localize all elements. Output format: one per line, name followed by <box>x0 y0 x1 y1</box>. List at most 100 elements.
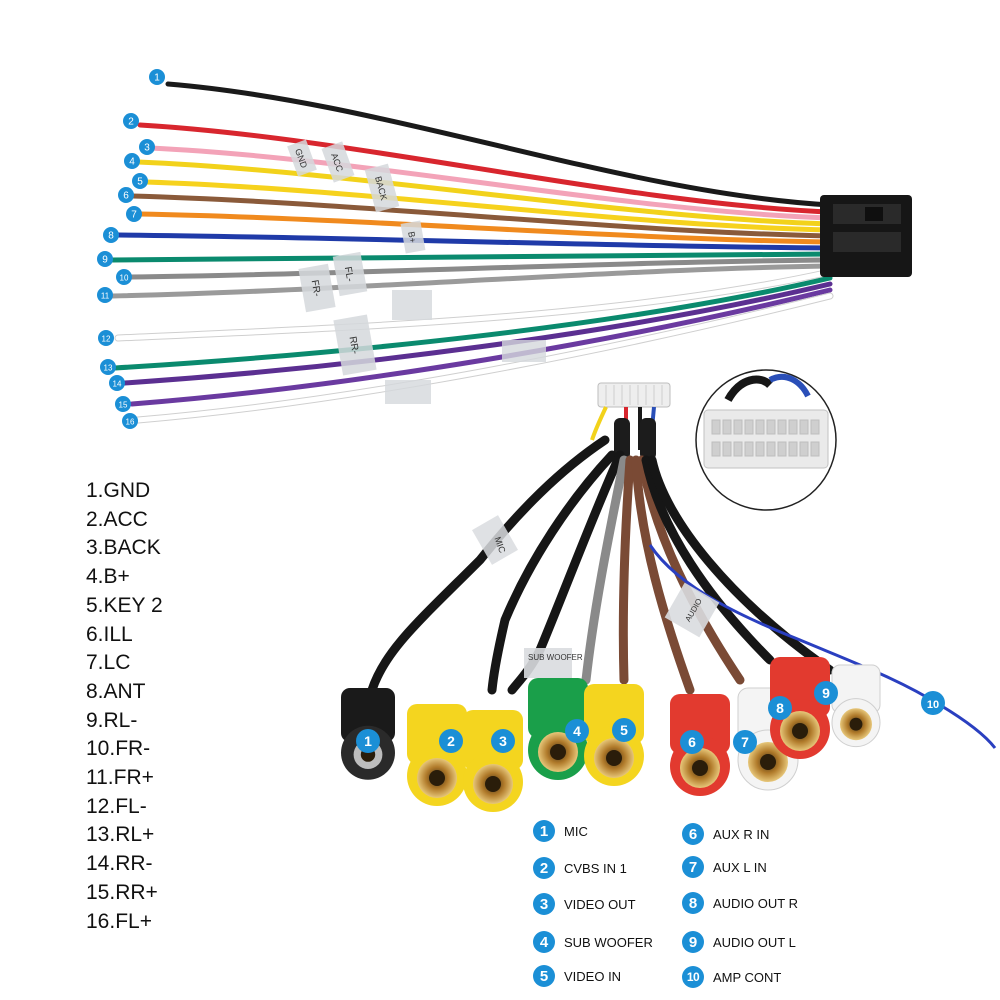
legend-item: 7 AUX L IN <box>682 856 767 878</box>
rca-connector <box>463 710 523 812</box>
cable-tag-text: SUB WOOFER <box>528 653 583 662</box>
wire-tag-text: RR- <box>347 336 361 355</box>
connector-pin <box>722 441 732 457</box>
rca-connector <box>407 704 467 806</box>
legend-number: 10 <box>682 966 704 988</box>
harness-connector-block <box>820 195 912 277</box>
wire-number-badge <box>97 287 113 303</box>
harness-wire <box>129 193 833 239</box>
connector-number-badge: 3 <box>491 729 515 753</box>
rca-hole <box>792 723 808 739</box>
harness-wire <box>115 232 833 251</box>
wire-number-bubble: 7 <box>126 206 142 222</box>
harness-wire <box>147 145 833 221</box>
wire-number-bubble: 3 <box>139 139 155 155</box>
legend-number: 6 <box>682 823 704 845</box>
legend-label: SUB WOOFER <box>564 934 653 950</box>
harness-wire <box>135 293 833 423</box>
connector-number-badge: 9 <box>814 681 838 705</box>
harness-list-item: 8.ANT <box>86 679 146 703</box>
connector-pin <box>755 419 765 435</box>
harness-wire <box>137 211 833 245</box>
wire-number-bubble: 13 <box>100 359 116 375</box>
connector-pin <box>766 441 776 457</box>
connector-pin <box>711 441 721 457</box>
wire-tag-rr: RR- <box>333 314 377 376</box>
wire-number-text: 3 <box>144 143 150 154</box>
connector-pin <box>733 419 743 435</box>
legend-item: 2 CVBS IN 1 <box>533 857 627 879</box>
connector-number-badge: 8 <box>768 696 792 720</box>
connector-badge-circle <box>921 691 945 715</box>
connector-badge-circle <box>768 696 792 720</box>
wire-number-badge <box>103 227 119 243</box>
legend-item: 6 AUX R IN <box>682 823 769 845</box>
legend-number: 8 <box>682 892 704 914</box>
legend-item: 1 MIC <box>533 820 588 842</box>
wire-tag-fr: FR- <box>298 263 336 313</box>
wire-number-badge <box>139 139 155 155</box>
legend-item: 9 AUDIO OUT L <box>682 931 796 953</box>
rca-hole <box>849 717 863 731</box>
harness-list-item: 12.FL- <box>86 794 147 818</box>
wire-number-badge <box>100 359 116 375</box>
wire-number-badge <box>97 251 113 267</box>
legend-item: 10 AMP CONT <box>682 966 781 988</box>
connector-number-badge: 5 <box>612 718 636 742</box>
harness-list-item: 13.RL+ <box>86 823 155 847</box>
wire-tag-fl: FL- <box>332 251 368 297</box>
harness-list-item: 14.RR- <box>86 852 153 876</box>
legend-number: 4 <box>533 931 555 953</box>
legend-label: MIC <box>564 823 588 839</box>
harness-wire <box>109 263 833 299</box>
connector-pin <box>810 419 820 435</box>
harness-list-item: 3.BACK <box>86 536 161 560</box>
harness-wire <box>109 251 833 263</box>
legend-label: AUX R IN <box>713 826 770 842</box>
connector-pin <box>766 419 776 435</box>
rca-hole <box>485 776 501 792</box>
harness-list-item: 1.GND <box>86 479 151 502</box>
connector-badge-text: 1 <box>364 733 372 749</box>
wire-number-bubble: 12 <box>98 330 114 346</box>
connector-badge-text: 7 <box>741 734 749 750</box>
wire-number-bubble: 15 <box>115 396 131 412</box>
legend-label: AUDIO OUT L <box>713 934 796 950</box>
rca-hole <box>550 744 566 760</box>
wire-tag-gnd: GND <box>287 139 317 177</box>
wire-number-bubble: 14 <box>109 375 125 391</box>
connector-number-badge: 4 <box>565 719 589 743</box>
harness-list-item: 10.FR- <box>86 737 151 761</box>
connector-badge-text: 2 <box>447 733 455 749</box>
wire-number-bubble: 5 <box>132 173 148 189</box>
connector-number-badge: 6 <box>680 730 704 754</box>
legend-number: 1 <box>533 820 555 842</box>
legend-number: 7 <box>682 856 704 878</box>
wire-number-badge <box>98 330 114 346</box>
wire-number-bubble: 6 <box>118 187 134 203</box>
rca-connectors <box>341 657 881 812</box>
connector-number-badge: 1 <box>356 729 380 753</box>
wire-number-badge <box>132 173 148 189</box>
harness-wire <box>143 179 833 233</box>
wire-number-text: 6 <box>123 191 129 202</box>
wire-number-bubble: 8 <box>103 227 119 243</box>
connector-number-badge: 10 <box>921 691 945 715</box>
wire-number-text: 14 <box>113 380 122 389</box>
connector-pin <box>810 441 820 457</box>
connector-pin <box>788 419 798 435</box>
harness-list-item: 4.B+ <box>86 565 130 589</box>
wire-number-text: 9 <box>102 255 108 266</box>
harness-list-item: 6.ILL <box>86 622 133 646</box>
harness-wire <box>137 122 833 215</box>
harness-wire <box>112 275 833 371</box>
harness-list-item: 2.ACC <box>86 507 148 531</box>
connector-pin <box>799 441 809 457</box>
connector-badge-circle <box>565 719 589 743</box>
legend-number: 3 <box>533 893 555 915</box>
wire-number-badge <box>115 396 131 412</box>
wire-tag-text: B+ <box>406 231 418 244</box>
legend-number: 9 <box>682 931 704 953</box>
legend-number: 2 <box>533 857 555 879</box>
